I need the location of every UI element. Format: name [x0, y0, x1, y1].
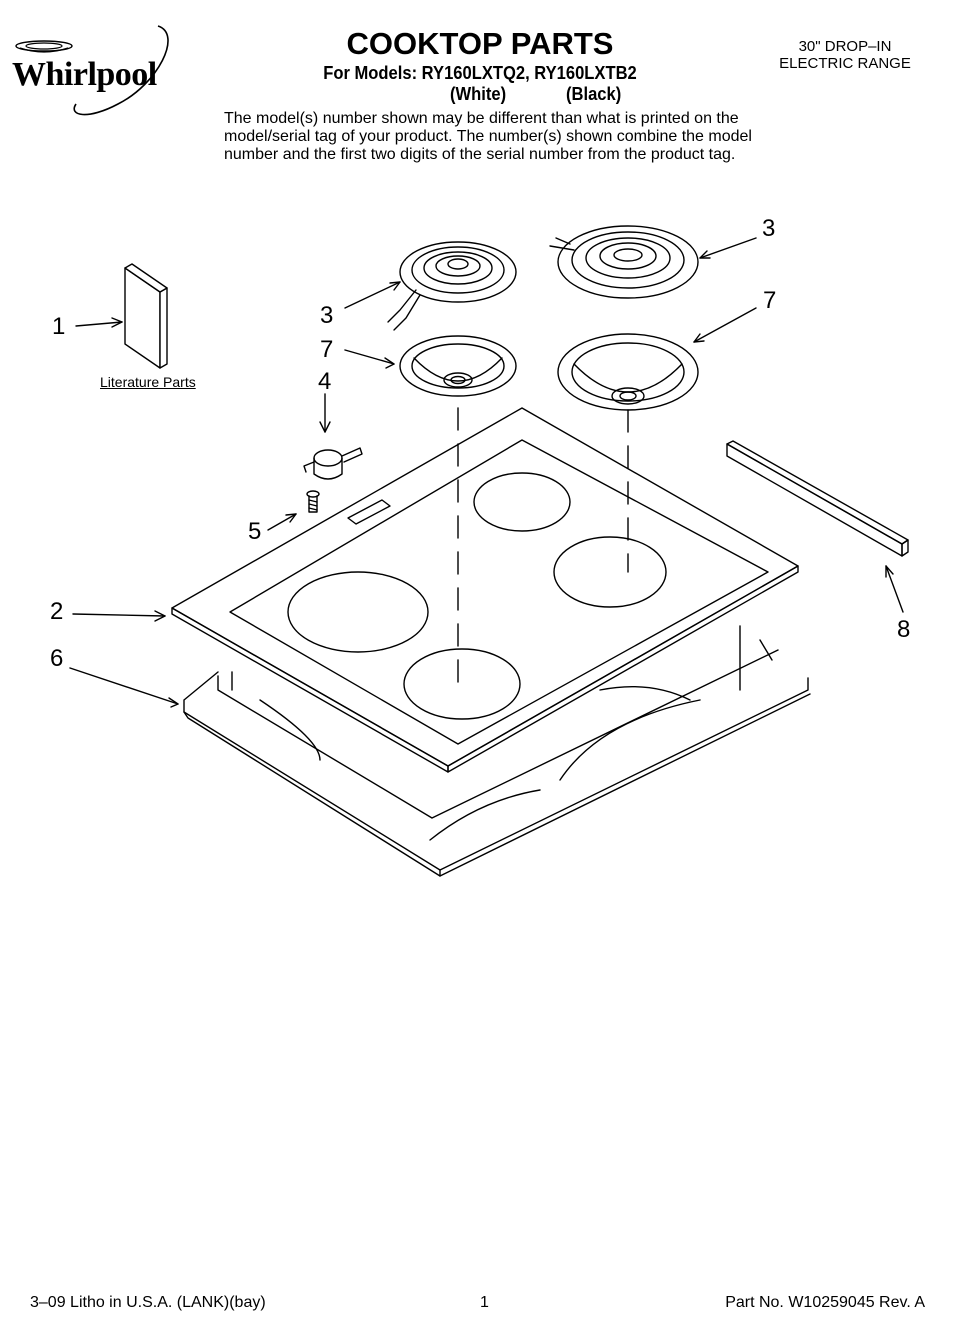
arrow-6 — [69, 667, 179, 705]
drip-bowl-small-icon — [399, 335, 517, 397]
exploded-parts-diagram — [69, 225, 909, 877]
callout-5: 5 — [248, 518, 262, 545]
callout-7-right: 7 — [763, 287, 777, 314]
footer-print-info: 3–09 Litho in U.S.A. (LANK)(bay) — [30, 1294, 266, 1311]
literature-parts-label: Literature Parts — [100, 374, 196, 390]
callout-3-left: 3 — [320, 302, 334, 329]
arrow-3-right — [699, 237, 757, 259]
arrow-8 — [885, 565, 904, 613]
range-type-line1: 30" DROP–IN — [798, 38, 892, 55]
arrow-7-right — [693, 307, 757, 343]
arrow-7-left — [344, 349, 395, 365]
arrow-2 — [72, 613, 166, 617]
whirlpool-logo: Whirlpool — [8, 24, 198, 120]
literature-booklet-icon — [124, 263, 168, 369]
screw-icon — [306, 490, 320, 513]
model-number-note: The model(s) number shown may be differe… — [224, 110, 752, 163]
surface-element-small-icon — [387, 241, 517, 331]
callout-arrows — [69, 237, 904, 708]
part-number: Part No. W10259045 Rev. A — [725, 1294, 925, 1311]
callout-8: 8 — [897, 616, 911, 643]
burner-box-icon — [183, 625, 811, 877]
callout-2: 2 — [50, 598, 64, 625]
callout-6: 6 — [50, 645, 64, 672]
variant-black: (Black) — [566, 84, 622, 104]
terminal-block-icon — [303, 447, 363, 480]
cooktop-top-icon — [171, 407, 799, 773]
drip-bowl-large-icon — [557, 333, 699, 411]
front-trim-icon — [726, 440, 909, 557]
arrow-1 — [75, 321, 123, 327]
callout-1: 1 — [52, 313, 66, 340]
surface-element-large-icon — [549, 225, 699, 299]
models-line: For Models: RY160LXTQ2, RY160LXTB2 — [323, 63, 637, 83]
range-type: 30" DROP–IN ELECTRIC RANGE — [765, 38, 925, 72]
page-number: 1 — [480, 1294, 489, 1311]
range-type-line2: ELECTRIC RANGE — [779, 55, 911, 72]
arrow-5 — [267, 513, 297, 531]
page-title: COOKTOP PARTS — [346, 26, 614, 61]
brand-wordmark: Whirlpool — [12, 56, 157, 93]
callout-3-right: 3 — [762, 215, 776, 242]
callout-4: 4 — [318, 368, 332, 395]
callout-7-left: 7 — [320, 336, 334, 363]
logo-swirl-icon — [15, 25, 169, 116]
variant-white: (White) — [450, 84, 507, 104]
arrow-3-left — [344, 281, 401, 309]
